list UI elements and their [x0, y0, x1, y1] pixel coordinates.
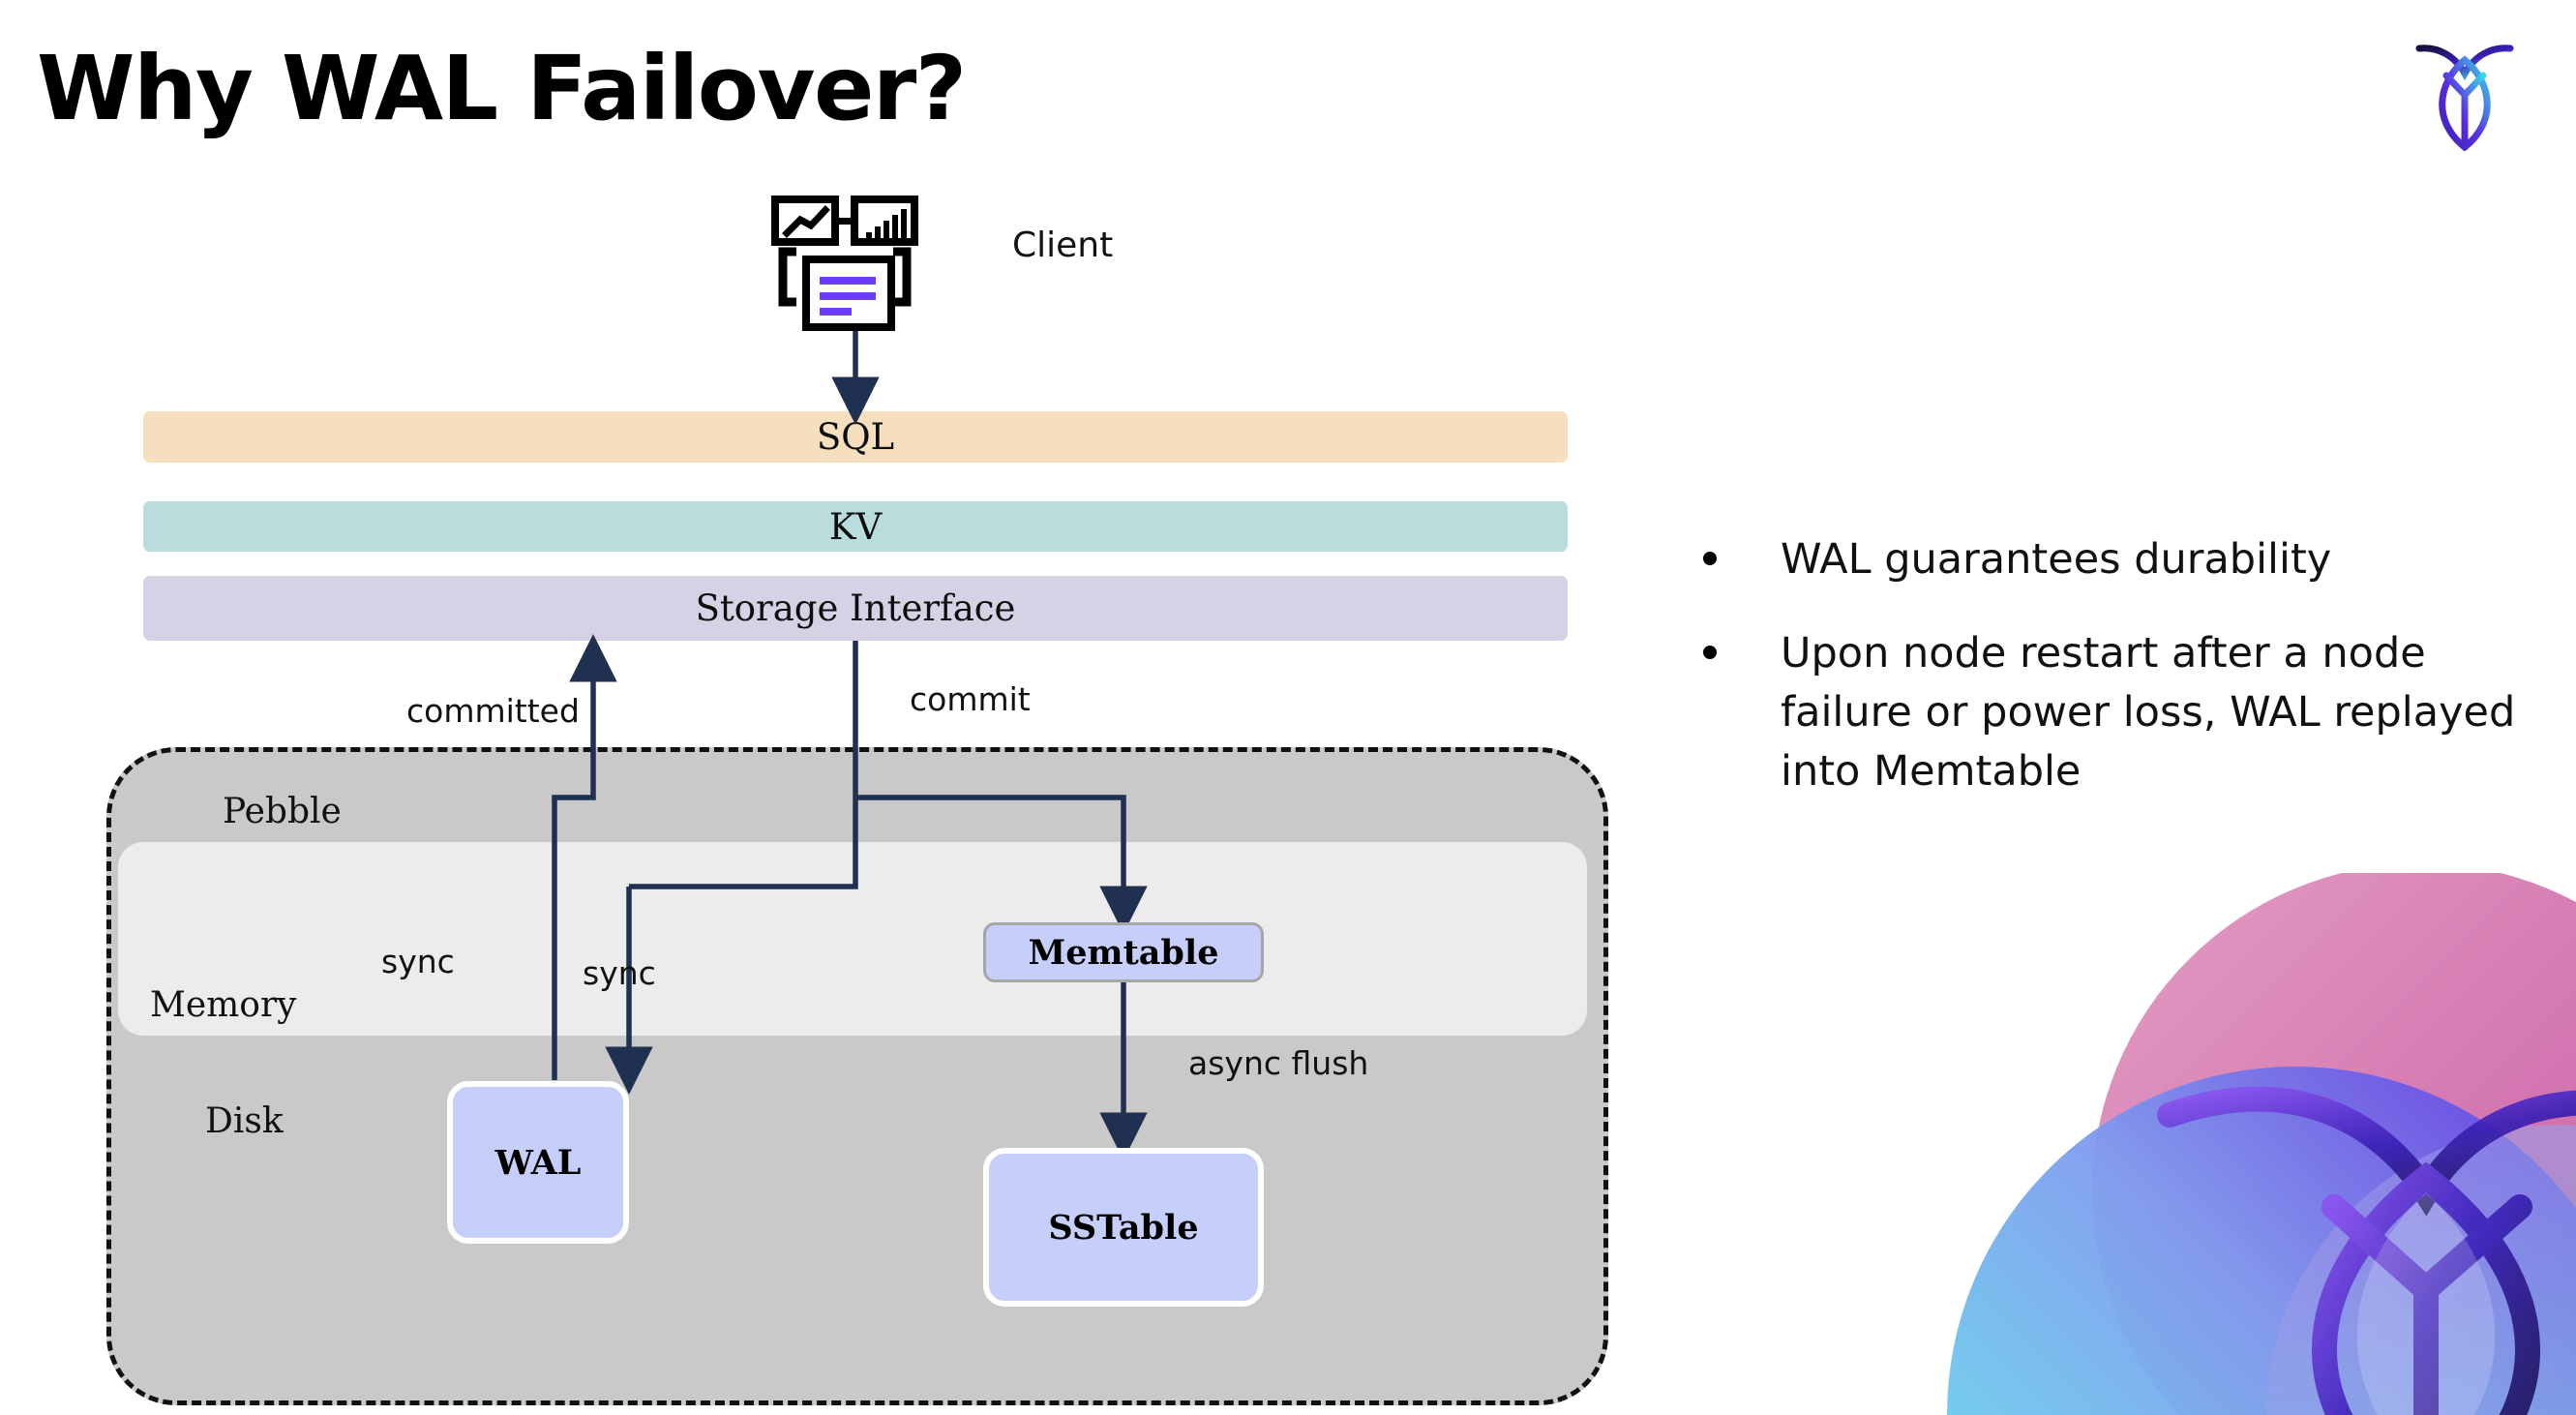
client-label: Client [1012, 226, 1114, 265]
layer-bar-storage-interface-label: Storage Interface [695, 587, 1016, 629]
edge-label-sync-left: sync [381, 943, 455, 980]
cockroachdb-logo [2411, 35, 2518, 152]
layer-bar-sql: SQL [143, 411, 1568, 463]
edge-label-committed: committed [406, 692, 580, 730]
component-box-wal-label: WAL [494, 1142, 582, 1183]
bullet-text: WAL guarantees durability [1781, 535, 2332, 584]
component-box-wal: WAL [447, 1081, 629, 1244]
bullet-text: Upon node restart after a node failure o… [1781, 629, 2516, 797]
layer-bar-storage-interface: Storage Interface [143, 576, 1568, 641]
layer-bar-kv-label: KV [828, 505, 883, 548]
cockroachdb-watermark [1879, 873, 2576, 1415]
component-box-sstable: SSTable [983, 1148, 1264, 1307]
bullet-dot-icon [1703, 646, 1717, 660]
list-item: WAL guarantees durability [1703, 530, 2516, 589]
component-box-memtable-label: Memtable [1028, 932, 1219, 973]
client-dashboard-icon [771, 196, 926, 333]
page-title: Why WAL Failover? [37, 37, 967, 140]
layer-bar-sql-label: SQL [816, 416, 895, 458]
pebble-label: Pebble [223, 792, 342, 831]
layer-bar-kv: KV [143, 501, 1568, 552]
component-box-sstable-label: SSTable [1048, 1207, 1199, 1248]
memory-label: Memory [150, 985, 297, 1025]
edge-label-sync-right: sync [583, 954, 656, 992]
bullet-list: WAL guarantees durability Upon node rest… [1703, 530, 2516, 836]
edge-label-async-flush: async flush [1188, 1044, 1369, 1082]
memory-region [118, 842, 1587, 1036]
component-box-memtable: Memtable [983, 922, 1264, 982]
list-item: Upon node restart after a node failure o… [1703, 624, 2516, 801]
bullet-dot-icon [1703, 552, 1717, 565]
edge-label-commit: commit [910, 680, 1031, 718]
disk-label: Disk [205, 1101, 284, 1141]
